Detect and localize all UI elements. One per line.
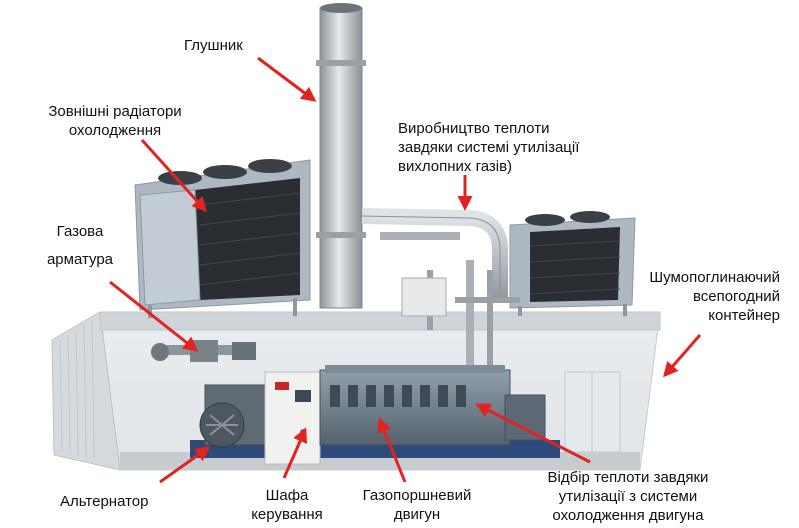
label-exhaust-heat: Виробництво теплоти завдяки системі утил…: [398, 120, 580, 175]
label-gas-train: Газова арматура: [46, 223, 114, 268]
arrow-radiators: [140, 138, 208, 213]
label-alternator: Альтернатор: [60, 493, 149, 510]
arrow-coolant: [475, 403, 591, 464]
arrow-muffler: [257, 56, 317, 102]
arrow-container: [663, 334, 702, 378]
control-cabinet: [264, 371, 321, 465]
right-radiator: [509, 211, 636, 316]
arrow-alternator: [159, 446, 211, 484]
label-coolant-heat: Відбір теплоти завдяки утилізації з сист…: [547, 469, 709, 524]
callout-arrows: [109, 56, 702, 484]
label-control-cabinet: Шафа керування: [251, 487, 323, 523]
label-gas-engine: Газопоршневий двигун: [362, 487, 472, 523]
arrow-cabinet: [282, 427, 308, 479]
left-radiator: [134, 159, 311, 318]
alternator: [199, 384, 276, 448]
arrow-engine: [377, 417, 407, 483]
control-box: [401, 277, 447, 317]
label-container: Шумопоглинаючий всепогодний контейнер: [649, 269, 780, 324]
label-muffler: Глушник: [184, 37, 243, 54]
muffler-stack: [316, 3, 366, 309]
label-radiators: Зовнішні радіатори охолодження: [48, 103, 182, 139]
arrow-gas-train: [109, 280, 199, 352]
